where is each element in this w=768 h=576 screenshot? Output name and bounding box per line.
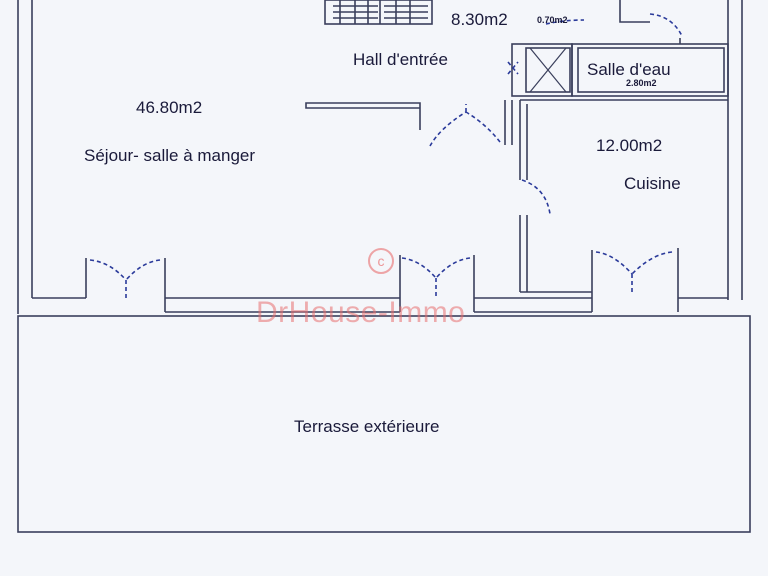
door-arc-entrance [507,61,519,75]
right-wall [727,0,743,300]
door-arc-kitchen [521,179,551,215]
terrasse-outline [17,315,751,533]
facade-bottom [32,297,728,313]
salle-eau-outline [571,43,729,97]
hall-area-label: 8.30m2 [451,10,508,29]
salle-eau-name-label: Salle d'eau [587,60,671,79]
left-wall [17,0,33,314]
facade-jambs [85,248,679,312]
terrasse-name-label: Terrasse extérieure [294,417,440,436]
cuisine-area-label: 12.00m2 [596,136,663,155]
salle-eau-area-label: 2.80m2 [626,78,657,88]
wc-area-label: 0.70m2 [537,15,568,25]
door-arc-left [89,259,161,298]
door-arc-top [649,13,683,37]
door-arc-right [595,251,673,292]
sejour-area-label: 46.80m2 [136,98,203,117]
watermark-copyright-icon: c [368,248,394,274]
sejour-partition [305,102,421,130]
stairs [324,0,433,25]
hall-partition [504,100,513,145]
door-arc-center [401,257,471,296]
hall-name-label: Hall d'entrée [353,50,448,69]
watermark-text: DrHouse-Immo [256,296,466,329]
cuisine-walls [519,99,728,293]
door-arc-hall [429,104,501,147]
sejour-name-label: Séjour- salle à manger [84,146,256,165]
cuisine-name-label: Cuisine [624,174,681,193]
